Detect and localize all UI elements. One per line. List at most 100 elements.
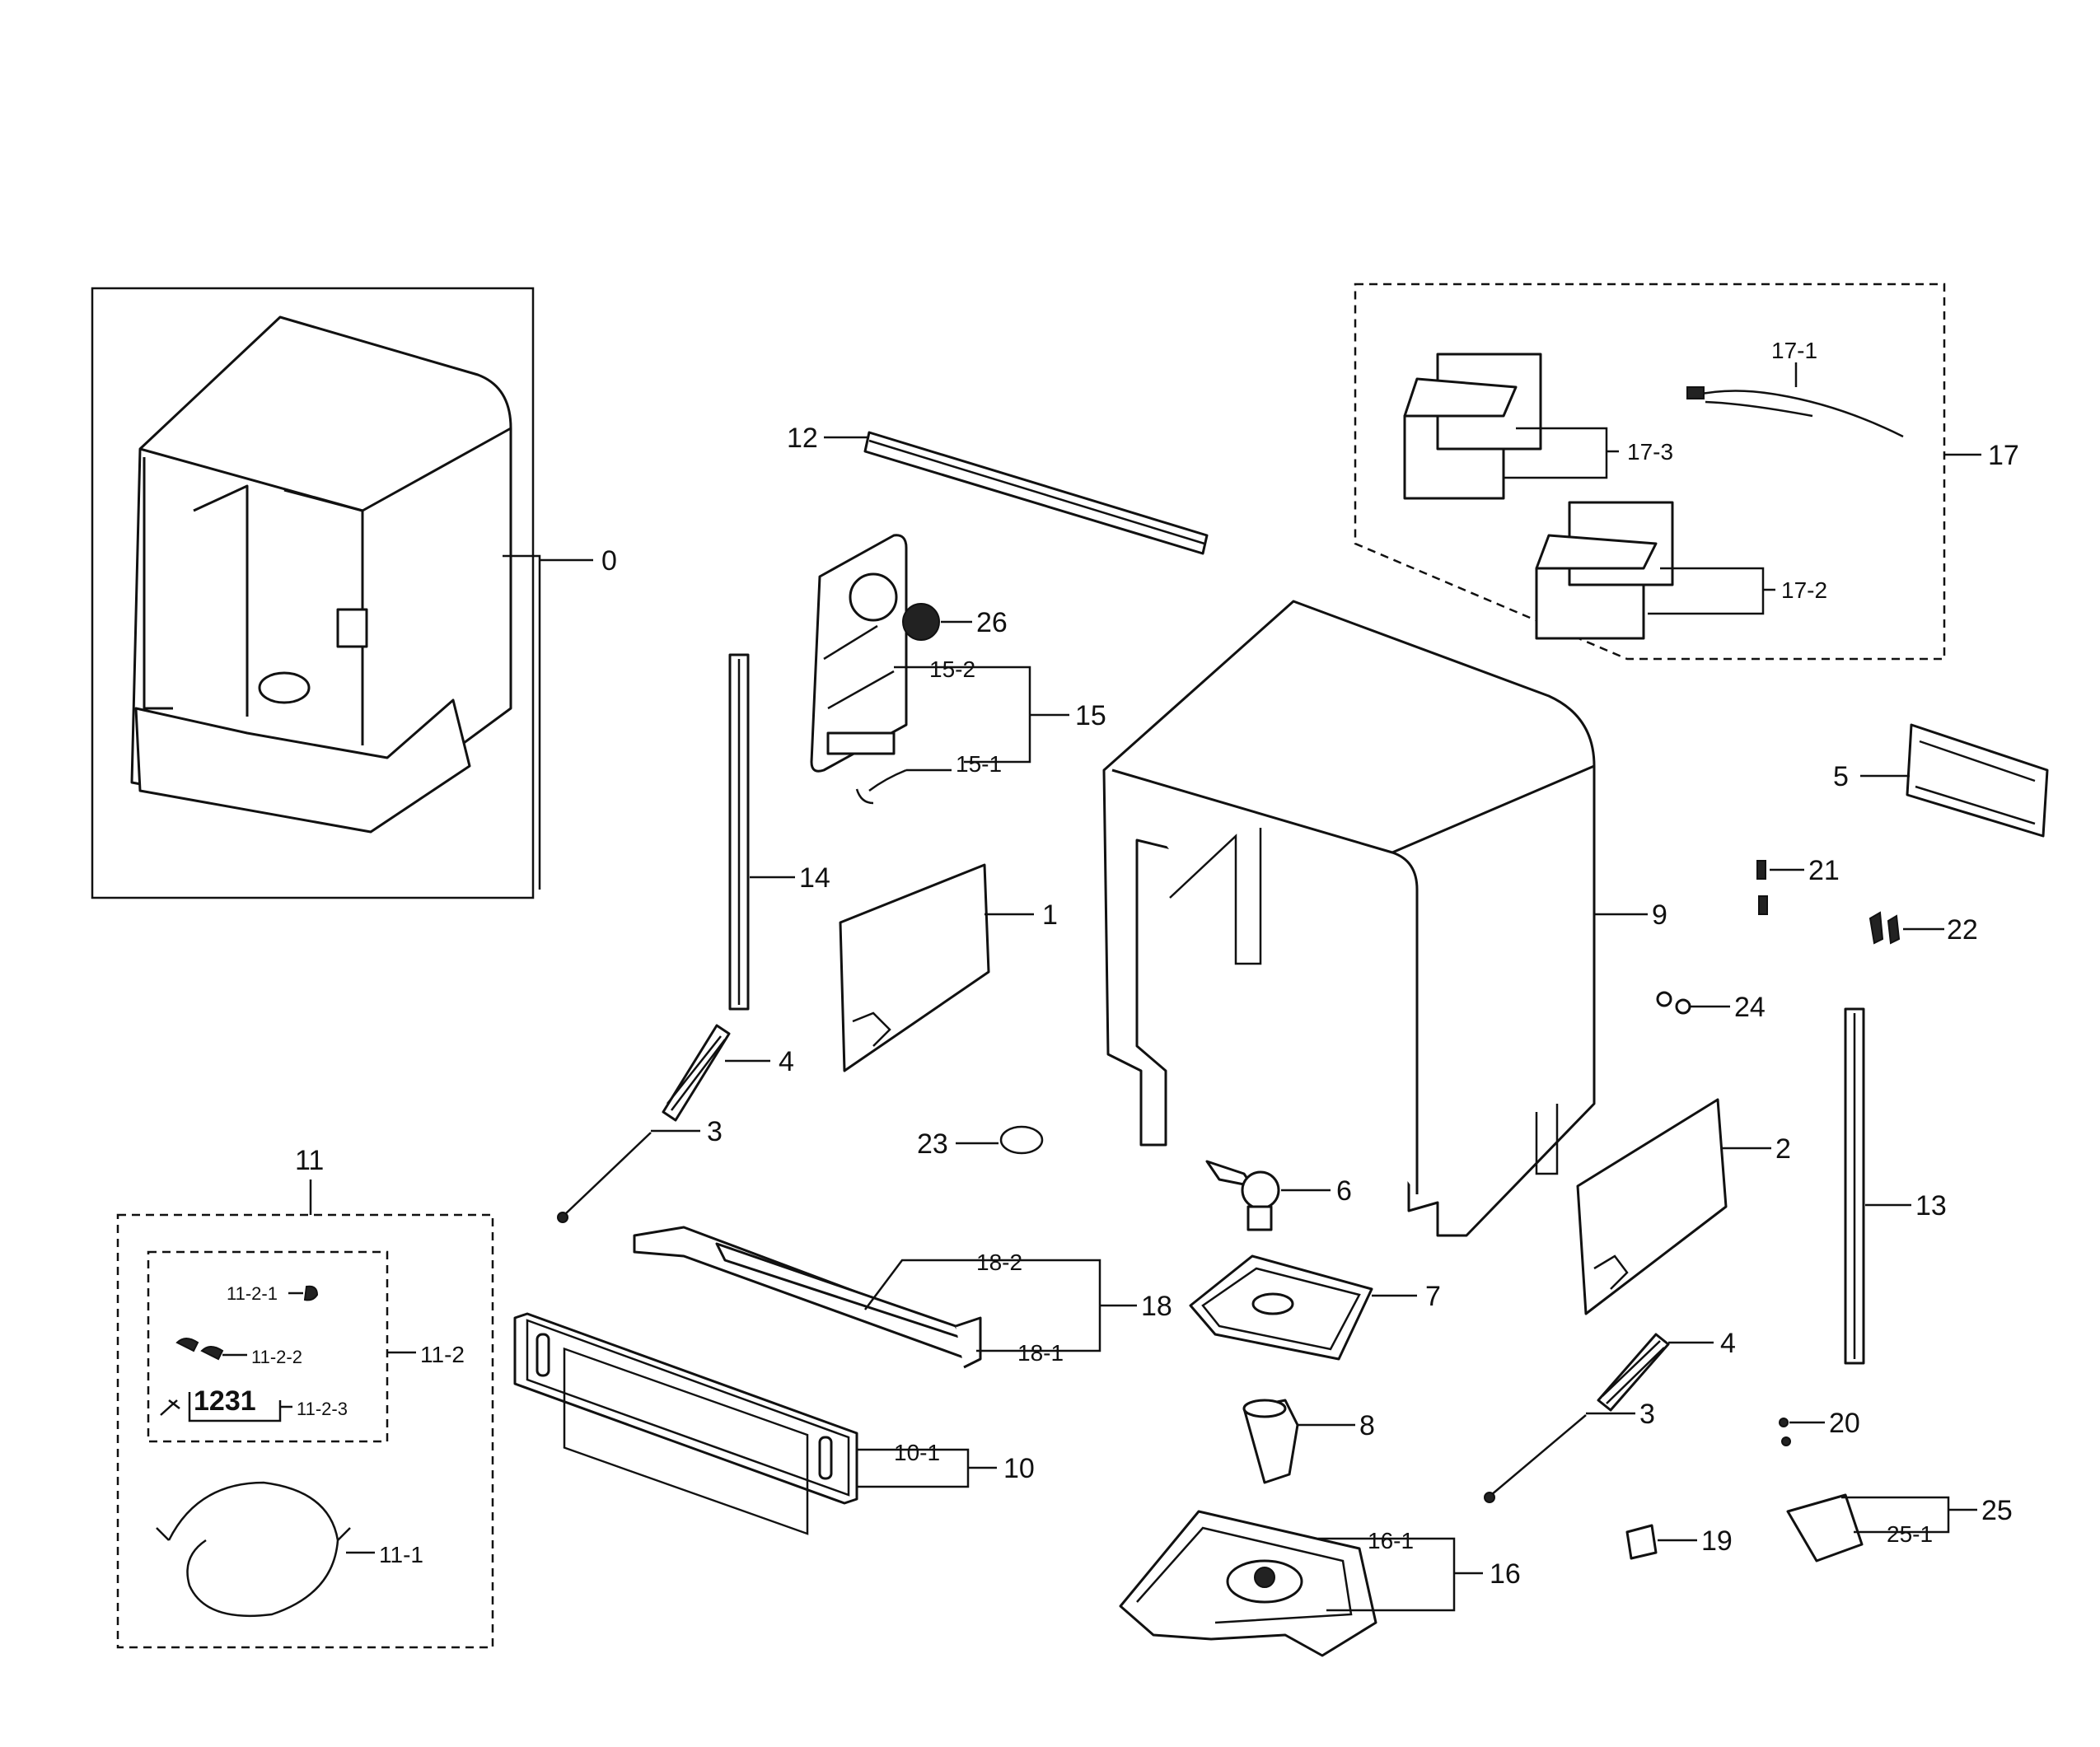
part-4-3-left: 4 3: [557, 1024, 794, 1223]
part-16: 16-1 16: [1119, 1510, 1521, 1657]
assembly-0-frame: [91, 287, 535, 899]
part-17: 17-3 17-2 17-1 17: [1354, 283, 2019, 661]
callout-17-1: 17-1: [1771, 338, 1817, 363]
part-9: 9: [1102, 600, 1667, 1237]
callout-15: 15: [1075, 700, 1106, 731]
assembly-0: 0: [91, 287, 617, 899]
callout-17-2: 17-2: [1781, 577, 1827, 603]
tub-sump: [258, 671, 311, 704]
part-4-3-right: 4 3: [1484, 1328, 1736, 1503]
part-2: 2: [1576, 1098, 1791, 1315]
callout-3-right: 3: [1639, 1399, 1655, 1430]
callout-1: 1: [1042, 899, 1058, 931]
block-25: [1786, 1493, 1864, 1562]
callout-10: 10: [1003, 1453, 1035, 1484]
clip-21b: [1758, 895, 1768, 915]
kit-11-frame: [116, 1213, 494, 1649]
callout-13: 13: [1915, 1190, 1947, 1221]
nut-24b: [1675, 998, 1691, 1015]
part-24: 24: [1656, 991, 1766, 1023]
kit-17-frame: [1354, 283, 1946, 661]
label-1231: 1231: [194, 1385, 256, 1417]
callout-12: 12: [787, 423, 818, 454]
callout-21: 21: [1808, 855, 1840, 886]
callout-15-2: 15-2: [929, 656, 975, 682]
tub-bracket: [336, 608, 368, 648]
part-26-disk: [902, 603, 940, 641]
part-23: 23: [917, 1125, 1044, 1160]
clip-21a: [1756, 860, 1766, 880]
callout-22: 22: [1947, 914, 1978, 946]
part-12: 12: [787, 423, 1209, 555]
wire-15-1: [855, 768, 907, 805]
callout-18-2: 18-2: [976, 1250, 1022, 1275]
callout-25-1: 25-1: [1887, 1521, 1933, 1547]
callout-4-right: 4: [1720, 1328, 1736, 1359]
callout-18-1: 18-1: [1017, 1340, 1064, 1366]
part-6: 6: [1205, 1160, 1352, 1231]
nut-24a: [1656, 991, 1672, 1007]
callout-6: 6: [1336, 1175, 1352, 1207]
part-1: 1: [839, 863, 1058, 1072]
callout-16: 16: [1490, 1558, 1521, 1590]
callout-11: 11: [295, 1145, 324, 1176]
part-13: 13: [1844, 1007, 1947, 1365]
spring-4-right: [1597, 1333, 1670, 1412]
callout-20: 20: [1829, 1408, 1860, 1439]
callout-10-1: 10-1: [894, 1440, 940, 1465]
part-7: 7: [1189, 1254, 1441, 1361]
part-11-2-1: [303, 1285, 319, 1301]
callout-26: 26: [976, 607, 1008, 638]
part-22: 22: [1868, 911, 1978, 946]
part-15: 26 15-2 15-1 15: [810, 534, 1106, 805]
callout-18: 18: [1141, 1291, 1172, 1322]
spring-4-left: [662, 1024, 731, 1122]
callout-19: 19: [1701, 1525, 1733, 1557]
callout-17: 17: [1988, 440, 2019, 471]
part-5: 5: [1833, 723, 2049, 838]
callout-17-3: 17-3: [1627, 439, 1673, 465]
clip-22: [1868, 911, 1901, 945]
callout-23: 23: [917, 1128, 948, 1160]
bracket-18-1: [633, 1226, 982, 1361]
part-11-2-2: [175, 1338, 224, 1361]
callout-11-1: 11-1: [379, 1542, 423, 1567]
ring-23: [999, 1125, 1044, 1155]
panel-1: [839, 863, 990, 1072]
part-11: 11 11-2 11-2-1 11-2-2 1231 11-2-3 11-1: [116, 1145, 494, 1649]
panel-10: [513, 1312, 858, 1505]
leader-0: [503, 554, 593, 890]
part-18: 18-2 18-1 18: [633, 1226, 1172, 1369]
harness-17-1: [1692, 390, 1904, 438]
callout-15-1: 15-1: [956, 751, 1002, 777]
callout-4-left: 4: [779, 1046, 794, 1077]
callout-0: 0: [601, 545, 617, 577]
callout-11-2-1: 11-2-1: [227, 1283, 278, 1304]
part-14: 14: [728, 653, 830, 1011]
cap-19: [1625, 1524, 1658, 1560]
rod-3-right: [1490, 1414, 1587, 1496]
tub-9: [1102, 600, 1596, 1237]
callout-9: 9: [1652, 899, 1667, 931]
part-19: 19: [1625, 1524, 1733, 1560]
callout-14: 14: [799, 862, 830, 894]
screw-20b: [1781, 1436, 1791, 1446]
part-25: 25-1 25: [1786, 1493, 2013, 1562]
callout-5: 5: [1833, 761, 1849, 792]
plate-18-2: [715, 1242, 966, 1340]
callout-3-left: 3: [707, 1116, 723, 1147]
part-20: 20: [1779, 1408, 1860, 1446]
callout-11-2: 11-2: [420, 1342, 465, 1367]
callout-11-2-3: 11-2-3: [297, 1399, 348, 1419]
hose-11-1: [167, 1481, 339, 1618]
callout-11-2-2: 11-2-2: [251, 1347, 302, 1367]
part-21: 21: [1756, 855, 1840, 915]
callout-2: 2: [1775, 1133, 1791, 1165]
part-10: 10-1 10: [513, 1312, 1035, 1535]
callout-7: 7: [1425, 1281, 1441, 1312]
panel-2: [1576, 1098, 1728, 1315]
rod-3-left: [564, 1132, 652, 1216]
screw-20a: [1779, 1418, 1789, 1427]
part-11-2-3-tool: [160, 1399, 180, 1416]
